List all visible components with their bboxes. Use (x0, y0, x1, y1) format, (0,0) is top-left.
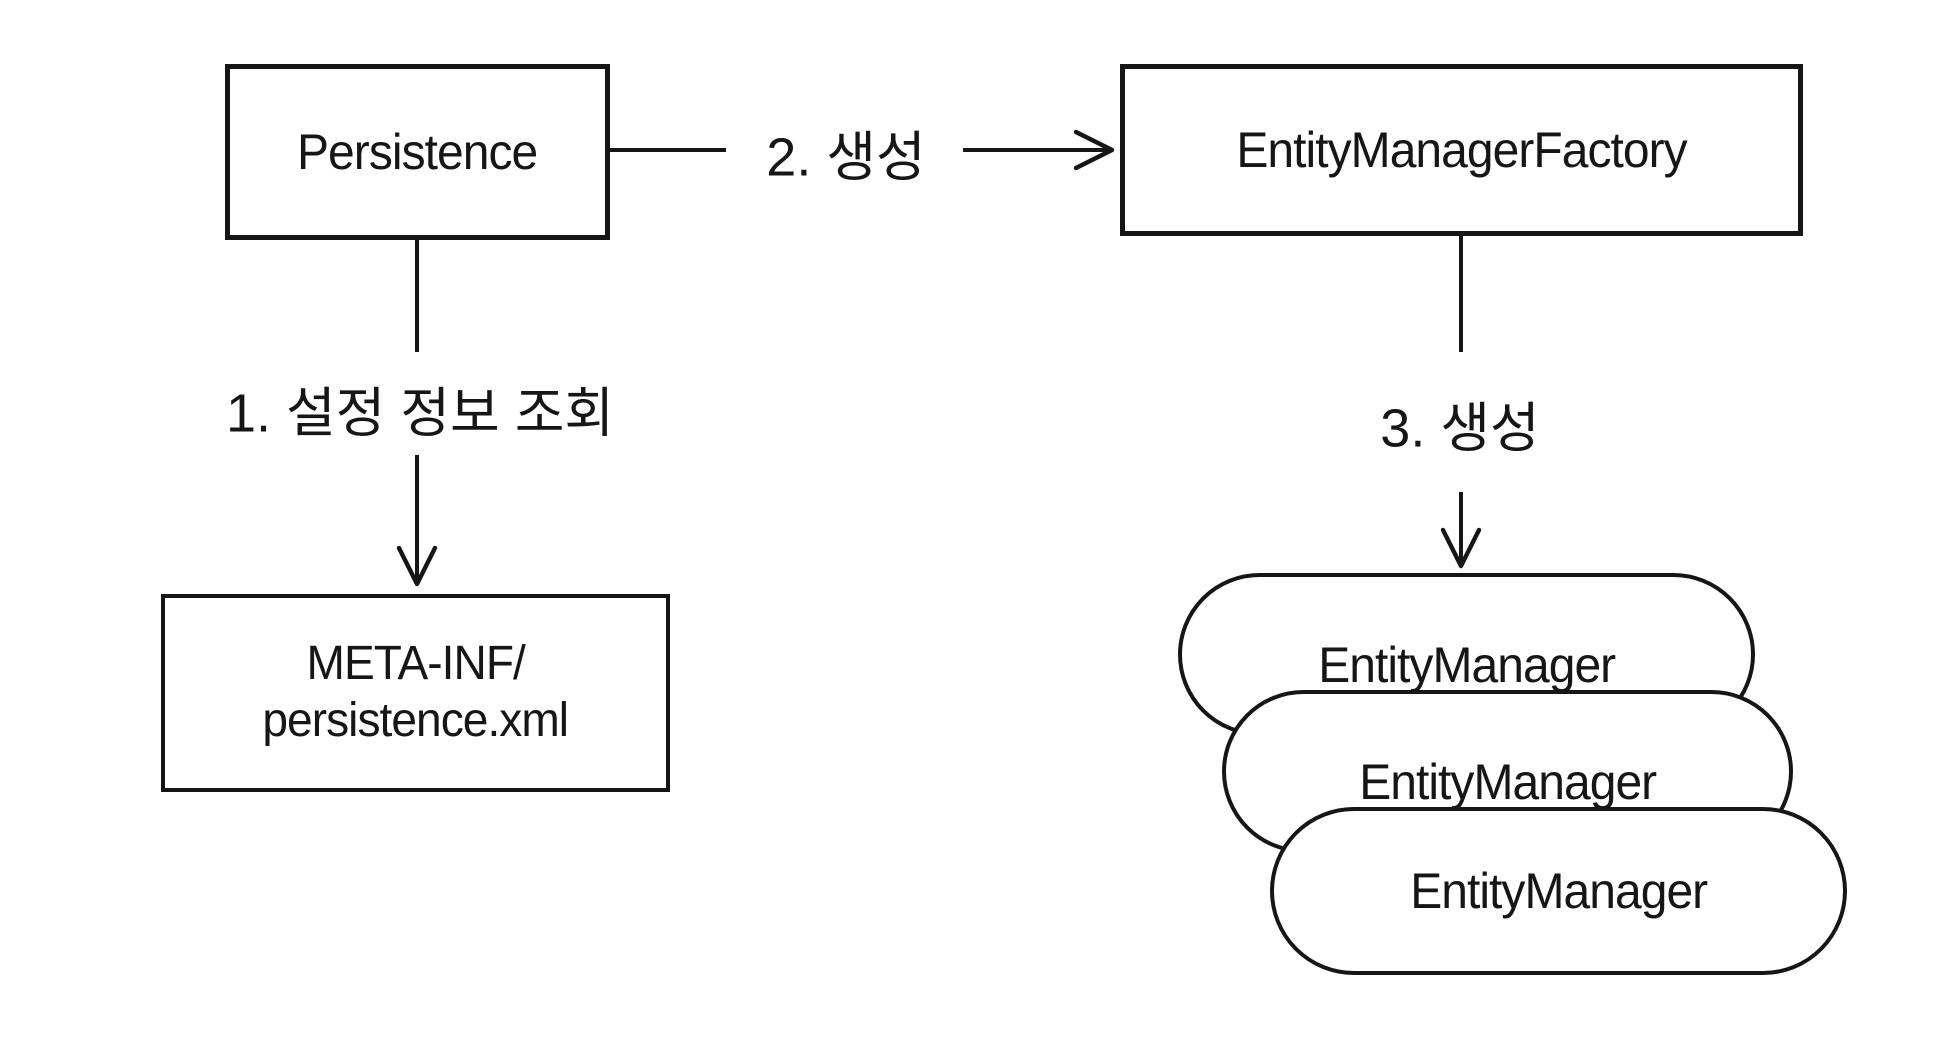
entity-manager-box-3: EntityManager (1270, 807, 1847, 975)
entity-manager-label-3: EntityManager (1409, 863, 1708, 919)
step2-label: 2. 생성 (766, 127, 926, 188)
persistence-xml-label-line2: persistence.xml (262, 694, 570, 747)
entity-manager-label-2: EntityManager (1358, 754, 1657, 810)
persistence-xml-box: META-INF/ persistence.xml (161, 594, 670, 792)
persistence-box: Persistence (225, 64, 610, 240)
entity-manager-factory-box: EntityManagerFactory (1120, 64, 1803, 236)
step3-label: 3. 생성 (1380, 398, 1540, 459)
entity-manager-factory-label: EntityManagerFactory (1236, 122, 1687, 178)
step1-label: 1. 설정 정보 조회 (225, 383, 615, 444)
entity-manager-label-1: EntityManager (1317, 637, 1616, 693)
persistence-label: Persistence (297, 124, 538, 180)
persistence-xml-label-line1: META-INF/ (306, 637, 525, 691)
